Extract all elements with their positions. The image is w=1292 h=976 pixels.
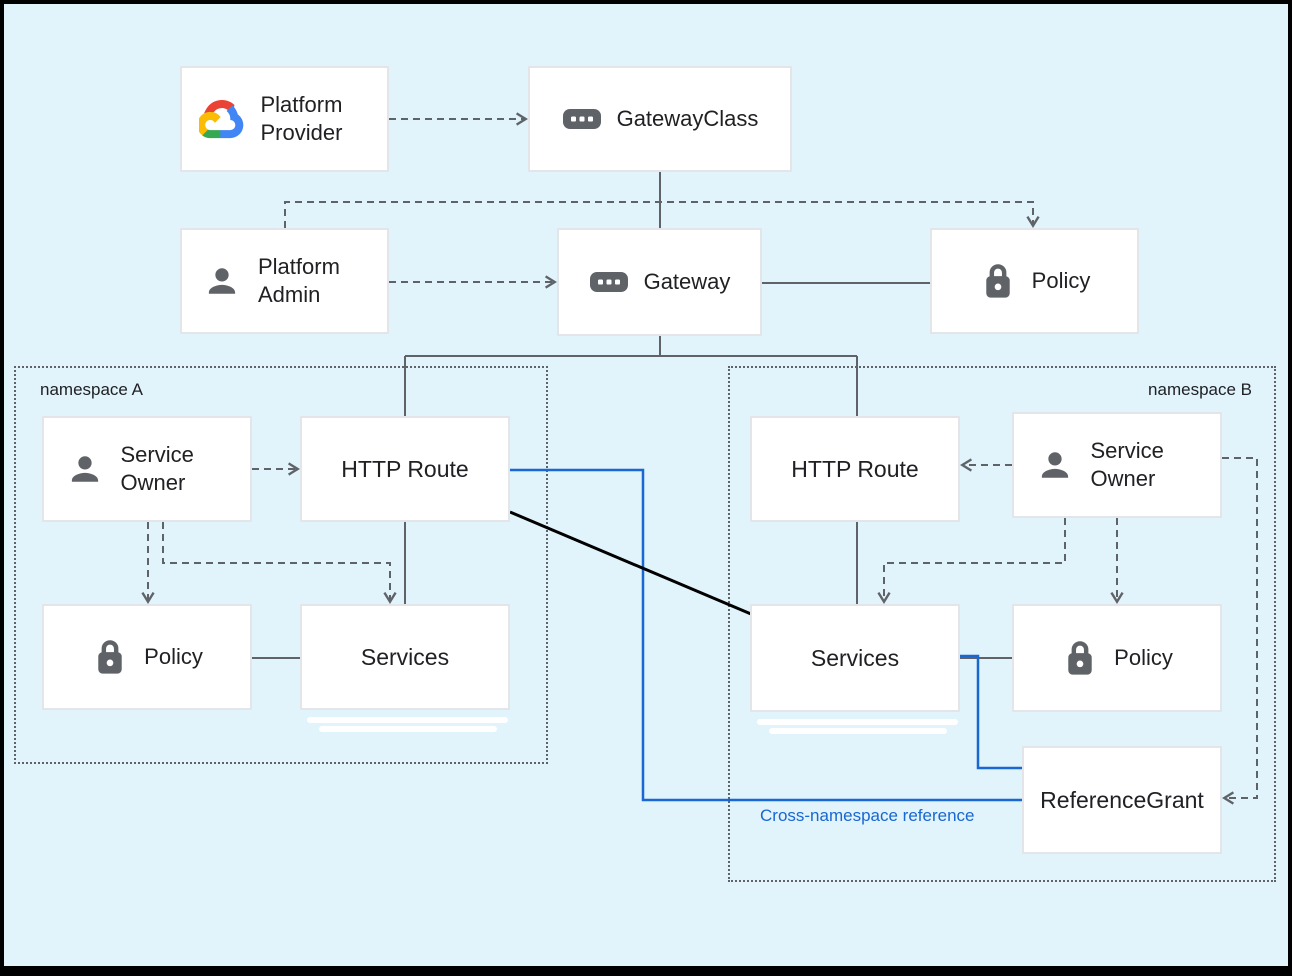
services-b-stack-bar bbox=[769, 728, 947, 734]
service-owner-a-node: Service Owner bbox=[42, 416, 252, 522]
person-icon bbox=[64, 448, 106, 490]
platform-admin-node: Platform Admin bbox=[180, 228, 389, 334]
lock-icon bbox=[979, 261, 1017, 301]
gatewayclass-node: GatewayClass bbox=[528, 66, 792, 172]
http-route-b-node: HTTP Route bbox=[750, 416, 960, 522]
services-a-stack-bar bbox=[307, 717, 508, 723]
service-owner-b-node: Service Owner bbox=[1012, 412, 1222, 518]
edge-services-b-referencegrant bbox=[960, 654, 1022, 770]
http-route-b-label: HTTP Route bbox=[791, 456, 919, 482]
services-a-label: Services bbox=[360, 644, 450, 670]
platform-provider-node: Platform Provider bbox=[180, 66, 389, 172]
policy-b-label: Policy bbox=[1114, 645, 1173, 670]
edge-gateway-httproutes bbox=[404, 336, 858, 416]
services-a-node: Services bbox=[300, 604, 510, 710]
edge-owner-b-referencegrant bbox=[1222, 457, 1258, 805]
services-b-label: Services bbox=[810, 645, 900, 671]
api-chip-icon bbox=[562, 108, 602, 130]
cross-namespace-reference-label: Cross-namespace reference bbox=[760, 806, 975, 825]
edge-owner-a-services-a bbox=[162, 522, 397, 604]
platform-admin-label: Platform Admin bbox=[258, 254, 340, 307]
http-route-a-node: HTTP Route bbox=[300, 416, 510, 522]
services-b-stack-bar bbox=[757, 719, 958, 725]
namespace-a-container: namespace A bbox=[14, 366, 548, 764]
edge-httproute-a-services-b bbox=[509, 510, 752, 616]
gateway-label: Gateway bbox=[643, 269, 731, 294]
policy-b-node: Policy bbox=[1012, 604, 1222, 712]
service-owner-b-label: Service Owner bbox=[1090, 438, 1164, 491]
referencegrant-node: ReferenceGrant bbox=[1022, 746, 1222, 854]
policy-top-node: Policy bbox=[930, 228, 1139, 334]
google-cloud-icon bbox=[198, 99, 246, 139]
edge-owner-b-services-b bbox=[877, 518, 1066, 604]
lock-icon bbox=[91, 637, 129, 677]
person-icon bbox=[1034, 444, 1076, 486]
service-owner-a-label: Service Owner bbox=[120, 442, 194, 495]
lock-icon bbox=[1061, 638, 1099, 678]
gateway-node: Gateway bbox=[557, 228, 762, 336]
policy-a-node: Policy bbox=[42, 604, 252, 710]
api-chip-icon bbox=[589, 271, 629, 293]
policy-top-label: Policy bbox=[1031, 268, 1091, 293]
edge-admin-policy bbox=[284, 201, 1040, 228]
http-route-a-label: HTTP Route bbox=[341, 456, 469, 482]
services-a-stack-bar bbox=[319, 726, 497, 732]
gatewayclass-label: GatewayClass bbox=[616, 106, 759, 131]
namespace-b-label: namespace B bbox=[1148, 380, 1252, 399]
referencegrant-label: ReferenceGrant bbox=[1040, 787, 1204, 813]
person-icon bbox=[201, 260, 243, 302]
namespace-a-label: namespace A bbox=[40, 380, 144, 399]
policy-a-label: Policy bbox=[144, 644, 203, 669]
edge-cross-namespace-reference bbox=[510, 468, 1022, 802]
platform-provider-label: Platform Provider bbox=[260, 92, 343, 145]
services-b-node: Services bbox=[750, 604, 960, 712]
namespace-b-container: namespace B bbox=[728, 366, 1276, 882]
